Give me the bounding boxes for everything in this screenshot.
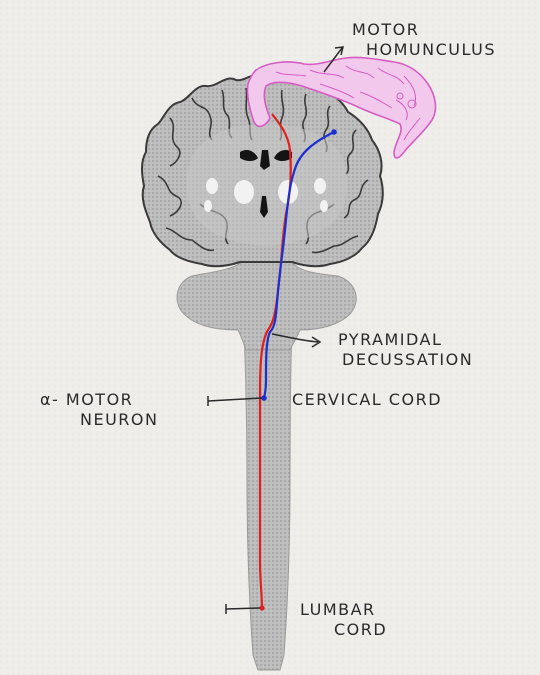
label-alpha-motor-neuron-line1: α- MOTOR: [40, 390, 134, 409]
label-motor-homunculus-line2: HOMUNCULUS: [366, 40, 496, 59]
label-lumbar-cord: LUMBAR CORD: [300, 600, 387, 640]
decussation-pointer: [271, 333, 319, 343]
label-alpha-motor-neuron: α- MOTOR NEURON: [40, 390, 158, 430]
red-pathway: [258, 113, 292, 609]
brainstem: [176, 261, 357, 351]
homunculus-pointer: [323, 47, 343, 73]
label-lumbar-cord-line2: CORD: [334, 620, 388, 639]
blue-pathway: [262, 131, 335, 399]
synapse-dots: [259, 129, 337, 611]
label-cervical-cord: CERVICAL CORD: [292, 390, 443, 409]
deep-nuclei: [204, 178, 328, 212]
white-matter: [186, 124, 348, 246]
label-motor-homunculus: MOTOR HOMUNCULUS: [352, 20, 496, 60]
label-alpha-motor-neuron-line2: NEURON: [80, 410, 159, 429]
label-motor-homunculus-line1: MOTOR: [352, 20, 420, 39]
ventricles: [240, 150, 292, 218]
lumbar-pointer: [225, 607, 261, 610]
arrow-right-icon: [334, 46, 344, 56]
arrow-right-icon: [311, 336, 322, 348]
alpha-motor-neuron-pointer: [207, 397, 263, 402]
label-pyramidal-decussation: PYRAMIDAL DECUSSATION: [338, 330, 473, 370]
label-pyramidal-decussation-line2: DECUSSATION: [342, 350, 474, 369]
motor-homunculus: [246, 56, 437, 159]
spinal-cord: [243, 329, 293, 671]
label-lumbar-cord-line1: LUMBAR: [300, 600, 376, 619]
label-pyramidal-decussation-line1: PYRAMIDAL: [338, 330, 443, 349]
pointer-lines: [207, 46, 344, 614]
